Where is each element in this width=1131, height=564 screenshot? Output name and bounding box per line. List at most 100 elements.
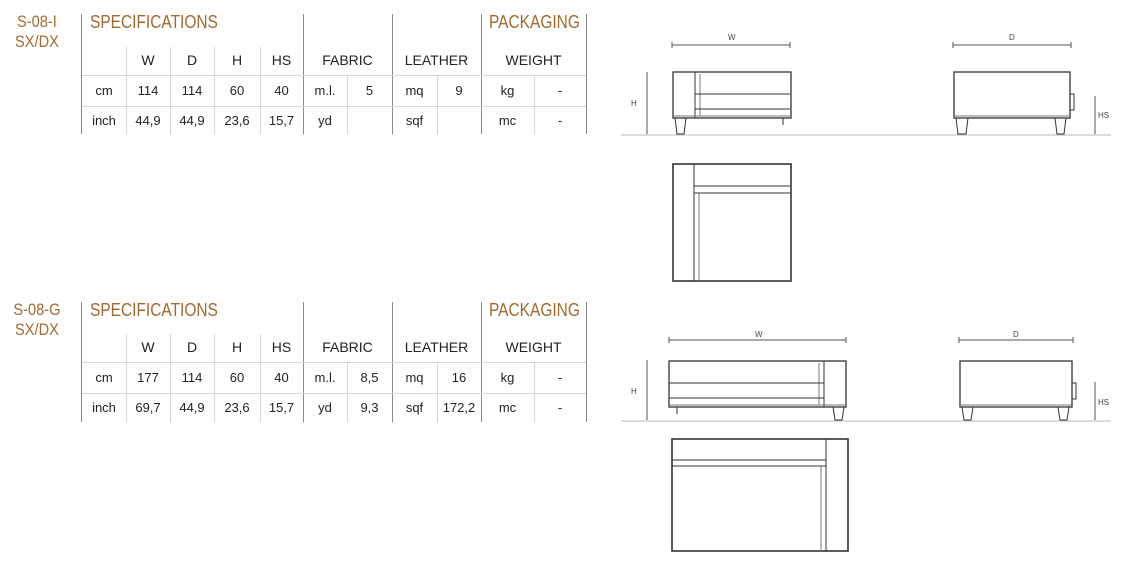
header-leather: LEATHER xyxy=(404,52,469,68)
product-code: S-08-I SX/DX xyxy=(6,12,68,52)
table-cell: sqf xyxy=(405,113,424,128)
dim-h-label: H xyxy=(631,387,637,396)
top-view-drawing-2 xyxy=(671,438,849,552)
table-cell: inch xyxy=(92,400,116,415)
table-cell: 114 xyxy=(181,370,203,385)
col-rule xyxy=(214,334,215,422)
table-cell: 40 xyxy=(274,83,289,98)
table-cell: 40 xyxy=(274,370,289,385)
col-rule xyxy=(170,47,171,134)
dim-w-label: W xyxy=(755,330,763,339)
header-hs: HS xyxy=(271,52,292,68)
table-cell: - xyxy=(557,370,563,385)
specifications-title: SPECIFICATIONS xyxy=(90,300,218,320)
header-fabric: FABRIC xyxy=(322,52,373,68)
table-cell: mc xyxy=(498,113,517,128)
row-rule xyxy=(82,362,586,363)
divider xyxy=(481,14,482,134)
table-cell: - xyxy=(557,83,563,98)
header-hs: HS xyxy=(271,339,292,355)
header-w: W xyxy=(141,52,155,68)
packaging-title: PACKAGING xyxy=(489,300,580,320)
header-d: D xyxy=(186,52,198,68)
table-cell: 8,5 xyxy=(360,370,379,385)
divider xyxy=(303,14,304,134)
table-cell: sqf xyxy=(405,400,424,415)
product-code-line2: SX/DX xyxy=(15,320,59,339)
table-cell: 114 xyxy=(137,83,159,98)
dim-hs-label: HS xyxy=(1098,398,1109,407)
table-cell: 172,2 xyxy=(442,400,476,415)
header-leather: LEATHER xyxy=(404,339,469,355)
divider xyxy=(392,14,393,134)
table-cell: - xyxy=(557,113,563,128)
table-cell: 69,7 xyxy=(135,400,161,415)
header-w: W xyxy=(141,339,155,355)
table-cell: 23,6 xyxy=(224,113,250,128)
col-rule xyxy=(347,76,348,134)
table-cell: 60 xyxy=(229,370,245,385)
table-cell: inch xyxy=(92,113,116,128)
table-cell: 44,9 xyxy=(135,113,161,128)
dim-w-label: W xyxy=(728,33,736,42)
table-cell: 44,9 xyxy=(179,400,205,415)
col-rule xyxy=(126,334,127,422)
table-cell: 44,9 xyxy=(179,113,205,128)
product-spec-block-1: S-08-I SX/DX SPECIFICATIONS PACKAGING W … xyxy=(0,12,600,152)
table-cell: 16 xyxy=(451,370,467,385)
product-code: S-08-G SX/DX xyxy=(6,300,68,340)
front-view-drawing-2 xyxy=(621,337,1111,422)
side-view-drawing-2 xyxy=(958,337,1096,421)
packaging-title: PACKAGING xyxy=(489,12,580,32)
top-view-drawing-1 xyxy=(672,163,792,282)
product-spec-block-2: S-08-G SX/DX SPECIFICATIONS PACKAGING W … xyxy=(0,300,600,440)
col-rule xyxy=(534,363,535,422)
divider xyxy=(586,302,587,422)
table-cell: 23,6 xyxy=(224,400,250,415)
dim-d-label: D xyxy=(1013,330,1019,339)
col-rule xyxy=(534,76,535,134)
col-rule xyxy=(260,47,261,134)
row-rule xyxy=(82,75,586,76)
header-weight: WEIGHT xyxy=(505,52,562,68)
side-view-drawing-1 xyxy=(952,42,1096,135)
dim-d-label: D xyxy=(1009,33,1015,42)
table-cell: kg xyxy=(500,370,515,385)
table-cell: 60 xyxy=(229,83,245,98)
header-weight: WEIGHT xyxy=(505,339,562,355)
table-cell: 15,7 xyxy=(268,113,295,128)
col-rule xyxy=(260,334,261,422)
table-cell: cm xyxy=(95,83,113,98)
divider xyxy=(81,14,82,134)
table-cell: m.l. xyxy=(314,83,336,98)
table-cell: 9 xyxy=(455,83,463,98)
table-cell: mc xyxy=(498,400,517,415)
dim-hs-label: HS xyxy=(1098,111,1109,120)
table-cell: cm xyxy=(95,370,113,385)
table-cell: 114 xyxy=(181,83,203,98)
specifications-title: SPECIFICATIONS xyxy=(90,12,218,32)
table-cell: 177 xyxy=(137,370,159,385)
row-rule xyxy=(82,106,586,107)
table-cell: - xyxy=(557,400,563,415)
dim-h-label: H xyxy=(631,99,637,108)
col-rule xyxy=(437,363,438,422)
header-fabric: FABRIC xyxy=(322,339,373,355)
header-h: H xyxy=(231,339,243,355)
table-cell: yd xyxy=(318,113,332,128)
col-rule xyxy=(126,47,127,134)
col-rule xyxy=(214,47,215,134)
col-rule xyxy=(347,363,348,422)
header-h: H xyxy=(231,52,243,68)
table-cell: kg xyxy=(500,83,515,98)
divider xyxy=(81,302,82,422)
header-d: D xyxy=(186,339,198,355)
divider xyxy=(586,14,587,134)
row-rule xyxy=(82,393,586,394)
table-cell: 15,7 xyxy=(268,400,295,415)
table-cell: yd xyxy=(318,400,332,415)
table-cell: mq xyxy=(405,370,424,385)
col-rule xyxy=(437,76,438,134)
col-rule xyxy=(170,334,171,422)
